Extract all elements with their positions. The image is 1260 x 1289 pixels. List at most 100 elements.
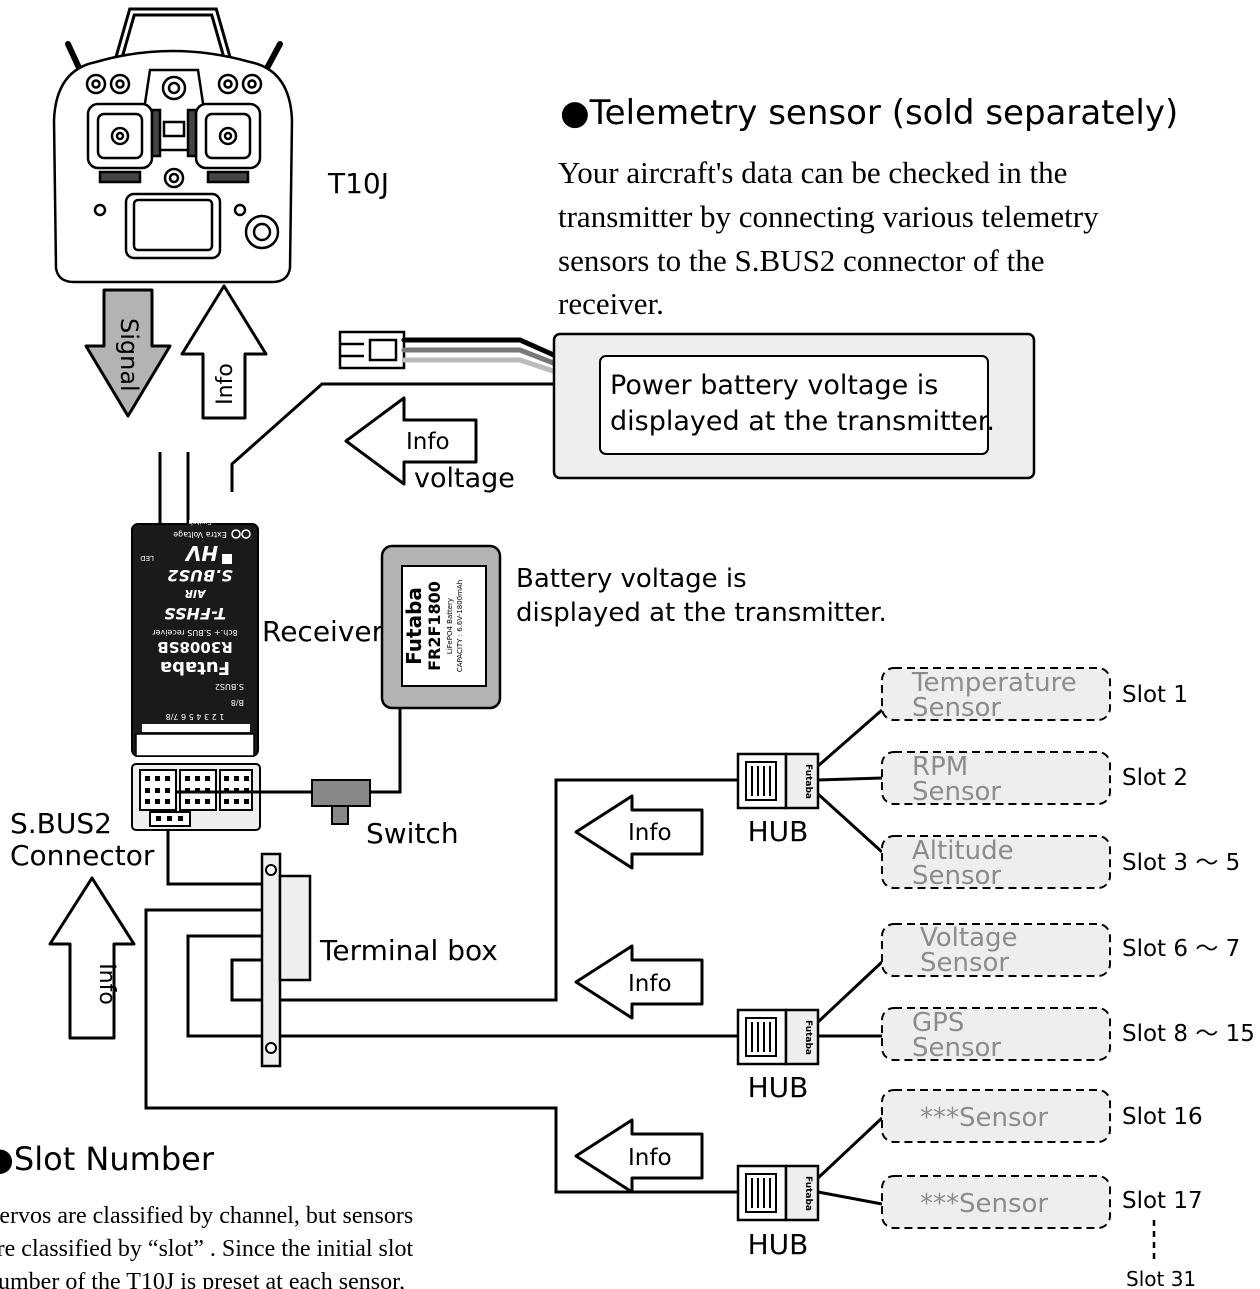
receiver-tfhss: T-FHSS bbox=[164, 604, 226, 623]
sensor-name: Sensor bbox=[920, 948, 1009, 978]
slot-label: Slot 3 ～ 5 bbox=[1122, 850, 1240, 876]
battery-note-line: Battery voltage is bbox=[516, 564, 747, 594]
hub-brand: Futaba bbox=[803, 1176, 813, 1211]
sensor-name: RPM bbox=[912, 752, 968, 782]
sensor-name: Sensor bbox=[912, 861, 1001, 891]
transmitter-illustration bbox=[52, 7, 294, 284]
slot-label: Slot 16 bbox=[1122, 1104, 1203, 1130]
hub-brand: Futaba bbox=[803, 1020, 813, 1055]
receiver-label: Receiver bbox=[262, 615, 384, 648]
battery-model: FR2F1800 bbox=[425, 581, 444, 671]
slot-label: Slot 17 bbox=[1122, 1188, 1203, 1214]
voltage-info-arrow-label: Info bbox=[406, 429, 450, 455]
hub-brand: Futaba bbox=[803, 764, 813, 799]
sensor-box: RPM Sensor bbox=[881, 751, 1111, 807]
sensor-name: Sensor bbox=[912, 777, 1001, 807]
sensor-name: Temperature bbox=[911, 668, 1077, 698]
power-battery-wires bbox=[401, 337, 559, 375]
switch-illustration bbox=[311, 779, 371, 825]
slot-label: Slot 2 bbox=[1122, 765, 1188, 791]
slot-number-text-line: Servos are classified by channel, but se… bbox=[0, 1203, 413, 1229]
power-battery-note-line: Power battery voltage is bbox=[610, 370, 938, 401]
receiver-channels: 1 2 3 4 5 6 7/8 bbox=[166, 712, 225, 721]
receiver-connector-block bbox=[131, 763, 261, 831]
hub-info-arrow: Info bbox=[574, 944, 704, 1020]
signal-arrow-label: Signal bbox=[115, 318, 143, 392]
hub-label: HUB bbox=[748, 1228, 809, 1261]
info-up-arrow: Info bbox=[180, 284, 268, 420]
hub-info-arrow: Info bbox=[574, 794, 704, 870]
battery-wire bbox=[370, 708, 402, 794]
hub: Futaba bbox=[736, 752, 820, 810]
slot-number-heading: ●Slot Number bbox=[0, 1140, 215, 1178]
slot-number-text-line: number of the T10J is preset at each sen… bbox=[0, 1269, 405, 1289]
hub-info-arrow-label: Info bbox=[628, 1145, 672, 1171]
receiver-port-sbus2: S.BUS2 bbox=[215, 682, 244, 691]
receiver-antennas bbox=[158, 452, 190, 526]
slot-label: Slot 1 bbox=[1122, 682, 1188, 708]
hub-info-arrow-label: Info bbox=[628, 820, 672, 846]
receiver-model: R3008SB bbox=[157, 638, 233, 656]
terminal-box bbox=[260, 852, 312, 1068]
sensor-name: Sensor bbox=[912, 1033, 1001, 1063]
sbus2-connector-label: S.BUS2 bbox=[10, 807, 112, 840]
power-battery-note-frame bbox=[599, 355, 989, 455]
receiver-brand: Futaba bbox=[160, 657, 230, 678]
sensor-name: GPS bbox=[912, 1008, 964, 1038]
power-battery-note-line: displayed at the transmitter. bbox=[610, 406, 995, 437]
telemetry-heading: ●Telemetry sensor (sold separately) bbox=[560, 93, 1178, 133]
receiver-extra-voltage: Extra Voltage bbox=[173, 530, 227, 539]
battery-type: LiFePO4 Battery bbox=[446, 598, 454, 654]
receiver-sbus2-logo: S.BUS2 bbox=[167, 566, 232, 585]
receiver-illustration: 1 2 3 4 5 6 7/8 B/8 S.BUS2 Futaba R3008S… bbox=[131, 518, 259, 757]
receiver-hv-logo: HV bbox=[184, 541, 218, 565]
receiver-led-label: LED bbox=[140, 554, 154, 562]
sbus2-connector-label: Connector bbox=[10, 839, 155, 872]
sensor-box: Temperature Sensor bbox=[881, 667, 1111, 723]
sensor-name: Altitude bbox=[912, 836, 1014, 866]
receiver-port-b8: B/8 bbox=[231, 698, 244, 707]
sbus2-info-arrow: Info bbox=[48, 876, 136, 1040]
sbus2-wires bbox=[144, 778, 738, 1194]
hub-label: HUB bbox=[748, 815, 809, 848]
hub-info-arrow-label: Info bbox=[628, 971, 672, 997]
voltage-label: voltage bbox=[414, 463, 515, 494]
voltage-sense-wire bbox=[230, 382, 554, 492]
sensor-box: Altitude Sensor bbox=[881, 835, 1111, 891]
switch-label: Switch bbox=[366, 817, 459, 850]
receiver-battery: Futaba FR2F1800 LiFePO4 Battery CAPACITY… bbox=[380, 544, 502, 710]
power-battery-connector bbox=[338, 330, 406, 370]
hub-label: HUB bbox=[748, 1071, 809, 1104]
slot-end-label: Slot 31 bbox=[1126, 1267, 1196, 1289]
receiver-air: AIR bbox=[184, 587, 206, 600]
terminal-box-label: Terminal box bbox=[319, 934, 498, 967]
slot-label: Slot 6 ～ 7 bbox=[1122, 936, 1240, 962]
receiver-description: 8ch.+ S.BUS receiver bbox=[152, 628, 238, 637]
sbus2-info-arrow-label: Info bbox=[94, 963, 119, 1005]
hub: Futaba bbox=[736, 1008, 820, 1066]
sensor-name: ***Sensor bbox=[920, 1189, 1048, 1219]
sensor-box: ***Sensor bbox=[881, 1175, 1111, 1229]
hub: Futaba bbox=[736, 1164, 820, 1222]
transmitter-label: T10J bbox=[327, 167, 389, 200]
sensor-box: Voltage Sensor bbox=[881, 923, 1111, 978]
sensor-name: ***Sensor bbox=[920, 1103, 1048, 1133]
receiver-switch-text: Switch bbox=[188, 518, 211, 526]
sensor-box: GPS Sensor bbox=[881, 1007, 1111, 1063]
sensor-wires bbox=[816, 708, 884, 1206]
telemetry-description-line: receiver. bbox=[558, 286, 664, 321]
battery-brand: Futaba bbox=[402, 587, 426, 665]
sensor-name: Sensor bbox=[912, 693, 1001, 723]
sensor-name: Voltage bbox=[920, 923, 1018, 953]
slot-label: Slot 8 ～ 15 bbox=[1122, 1021, 1255, 1047]
telemetry-description-line: transmitter by connecting various teleme… bbox=[558, 199, 1099, 234]
telemetry-description-line: Your aircraft's data can be checked in t… bbox=[558, 155, 1067, 190]
battery-note-line: displayed at the transmitter. bbox=[516, 598, 887, 628]
info-up-arrow-label: Info bbox=[213, 363, 238, 405]
telemetry-description-line: sensors to the S.BUS2 connector of the bbox=[558, 243, 1044, 278]
battery-capacity: CAPACITY : 6.6V-1800mAh bbox=[456, 580, 464, 672]
sensor-box: ***Sensor bbox=[881, 1089, 1111, 1143]
slot-number-text-line: are classified by “slot” . Since the ini… bbox=[0, 1236, 414, 1262]
voltage-info-arrow: Info bbox=[344, 396, 478, 486]
